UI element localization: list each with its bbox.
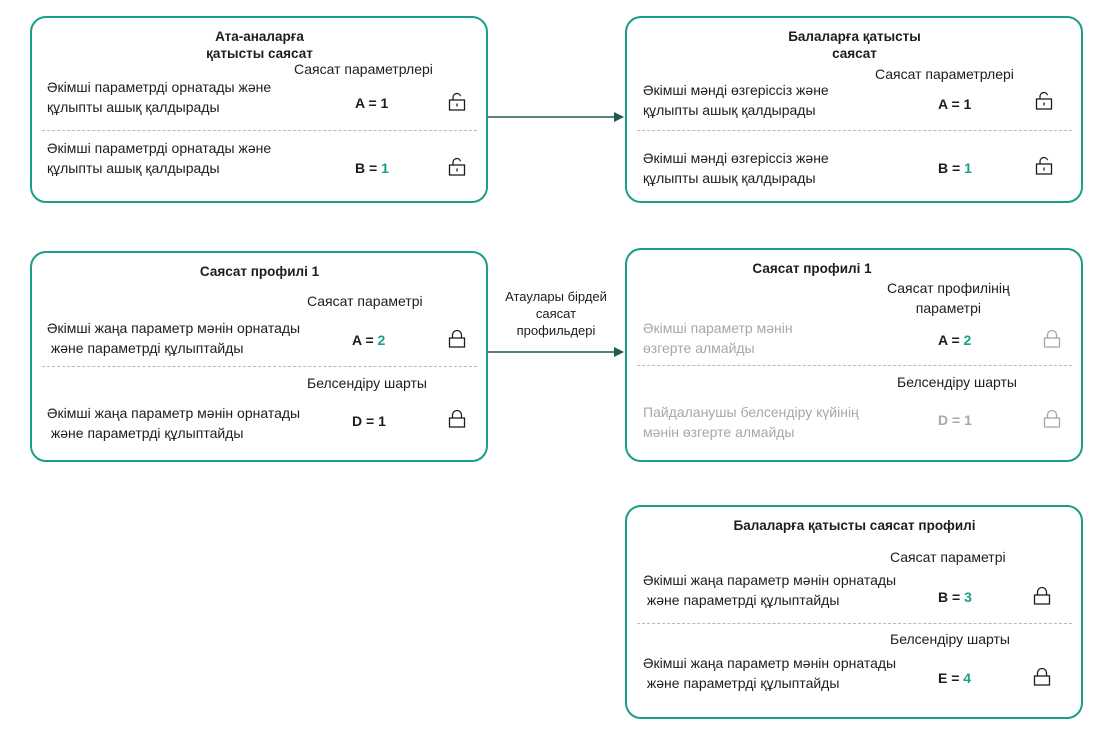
param-value: A = 1 — [355, 95, 389, 111]
condition-header: Белсендіру шарты — [307, 375, 427, 391]
child-profile-title: Саясат профилі 1 — [752, 261, 872, 276]
locked-lock-icon — [1031, 585, 1053, 607]
child-policy-title: Балаларға қатысты саясат — [788, 29, 921, 61]
unlocked-lock-icon — [1033, 155, 1055, 177]
condition-header: Белсендіру шарты — [897, 374, 1017, 390]
separator — [42, 366, 477, 367]
row-description: Әкімші жаңа параметр мәнін орнатады және… — [643, 572, 897, 608]
row-description: Әкімші мәнді өзгеріссіз және құлыпты ашы… — [643, 82, 829, 118]
separator — [637, 130, 1072, 131]
unlocked-lock-icon — [1033, 90, 1055, 112]
child-only-profile-title: Балаларға қатысты саясат профилі — [733, 518, 976, 533]
param-value: A = 2 — [938, 332, 972, 348]
param-value: A = 1 — [938, 96, 972, 112]
child-policy-box: Балаларға қатысты саясат Саясат параметр… — [625, 16, 1083, 203]
column-header: Саясат параметрі — [890, 549, 1006, 565]
row-description: Әкімші жаңа параметр мәнін орнатады және… — [643, 655, 897, 691]
locked-lock-icon — [1031, 666, 1053, 688]
param-value: B = 1 — [938, 160, 972, 176]
param-value: D = 1 — [352, 413, 386, 429]
child-profile-box: Саясат профилі 1 Саясат профилінің парам… — [625, 248, 1083, 462]
unlocked-lock-icon — [446, 91, 468, 113]
locked-lock-icon — [446, 408, 468, 430]
locked-lock-icon — [1041, 328, 1063, 350]
column-header: Саясат параметрі — [307, 293, 423, 309]
separator — [42, 130, 477, 131]
locked-lock-icon — [446, 328, 468, 350]
locked-lock-icon — [1041, 408, 1063, 430]
separator — [637, 623, 1072, 624]
condition-header: Белсендіру шарты — [890, 631, 1010, 647]
param-value: E = 4 — [938, 670, 972, 686]
separator — [637, 365, 1072, 366]
parent-profile-box: Саясат профилі 1 Саясат параметрі Әкімші… — [30, 251, 488, 462]
row-description: Әкімші жаңа параметр мәнін орнатады және… — [47, 320, 301, 356]
parent-policy-box: Ата-аналарға қатысты саясат Саясат парам… — [30, 16, 488, 203]
row-description: Әкімші параметрді орнатады және құлыпты … — [47, 79, 272, 115]
param-value: B = 3 — [938, 589, 972, 605]
connector-label: Атаулары бірдей саясат профильдері — [505, 289, 607, 338]
column-header: Саясат профилінің параметрі — [887, 280, 1010, 316]
unlocked-lock-icon — [446, 156, 468, 178]
param-value: B = 1 — [355, 160, 389, 176]
child-only-profile-box: Балаларға қатысты саясат профилі Саясат … — [625, 505, 1083, 719]
column-header: Саясат параметрлері — [875, 66, 1014, 82]
row-description: Әкімші мәнді өзгеріссіз және құлыпты ашы… — [643, 150, 829, 186]
param-value: A = 2 — [352, 332, 386, 348]
row-description: Пайдаланушы белсендіру күйінің мәнін өзг… — [643, 404, 859, 440]
parent-policy-title: Ата-аналарға қатысты саясат — [206, 29, 313, 61]
row-description: Әкімші параметр мәнін өзгерте алмайды — [643, 320, 793, 356]
row-description: Әкімші параметрді орнатады және құлыпты … — [47, 140, 272, 176]
parent-profile-title: Саясат профилі 1 — [199, 264, 320, 279]
column-header: Саясат параметрлері — [294, 61, 433, 77]
param-value: D = 1 — [938, 412, 972, 428]
row-description: Әкімші жаңа параметр мәнін орнатады және… — [47, 405, 301, 441]
